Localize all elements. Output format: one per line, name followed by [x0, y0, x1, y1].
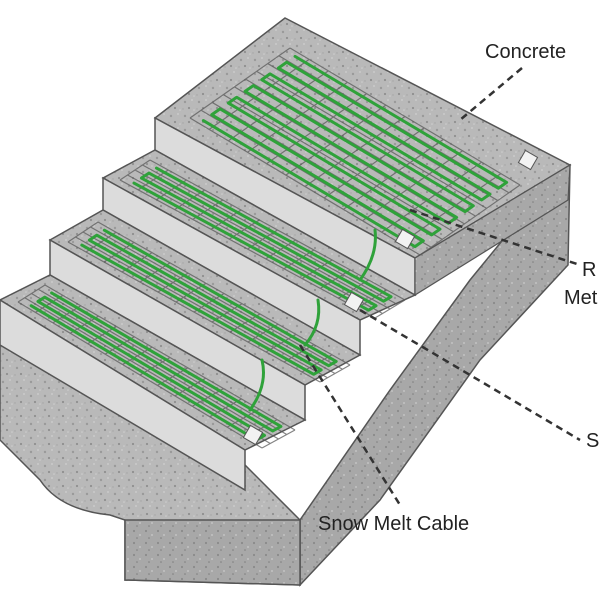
- rebar-line: [304, 116, 406, 187]
- rebar-line: [319, 364, 351, 383]
- cable-connector-upper: [358, 228, 377, 282]
- slab-bottom-edge: [124, 519, 301, 586]
- rebar-line: [285, 104, 387, 176]
- rebar-line: [400, 173, 502, 245]
- top-landing-right: [414, 163, 571, 297]
- rebar-line: [342, 138, 444, 210]
- leader-sensor: [359, 308, 581, 442]
- sensor-square-landing: [517, 149, 539, 171]
- label-snow-melt-cable: Snow Melt Cable: [318, 513, 469, 535]
- rebar-line: [189, 47, 291, 119]
- cable-connector-lower: [248, 358, 265, 412]
- leader-concrete: [459, 67, 523, 121]
- rebar-line: [119, 159, 151, 181]
- rebar-line: [208, 58, 310, 130]
- rebar-line: [374, 299, 406, 319]
- snow-melt-cable-segment: [201, 54, 509, 249]
- snow-melt-cable-segment: [132, 166, 393, 312]
- leader-snow-melt-cable: [298, 344, 402, 506]
- snow-melt-cable-runs: [29, 54, 509, 442]
- snow-melt-cable-segment: [80, 228, 338, 376]
- leader-lines: [298, 67, 581, 506]
- rebar-line: [17, 284, 46, 303]
- label-rebar-mesh-line1: R: [582, 259, 596, 281]
- cable-connector-middle: [303, 298, 321, 347]
- sensor-square-upper: [394, 228, 416, 250]
- rebar-line: [67, 221, 99, 243]
- rebar-line: [227, 70, 329, 142]
- sensor-square-lower: [242, 424, 264, 446]
- rebar-line: [247, 81, 348, 153]
- rebar-line: [266, 93, 368, 165]
- label-rebar-mesh-line2: Met: [564, 287, 598, 309]
- rebar-line: [381, 161, 483, 233]
- rebar-line: [419, 184, 521, 256]
- label-concrete: Concrete: [485, 41, 566, 63]
- leader-rebar-mesh: [409, 208, 581, 267]
- sensor-square-middle: [343, 291, 365, 313]
- rebar-line: [261, 429, 296, 449]
- step-1-riser: [0, 299, 246, 492]
- rebar-line: [323, 127, 425, 199]
- rebar-line: [362, 150, 463, 222]
- label-sensor: S: [586, 430, 599, 452]
